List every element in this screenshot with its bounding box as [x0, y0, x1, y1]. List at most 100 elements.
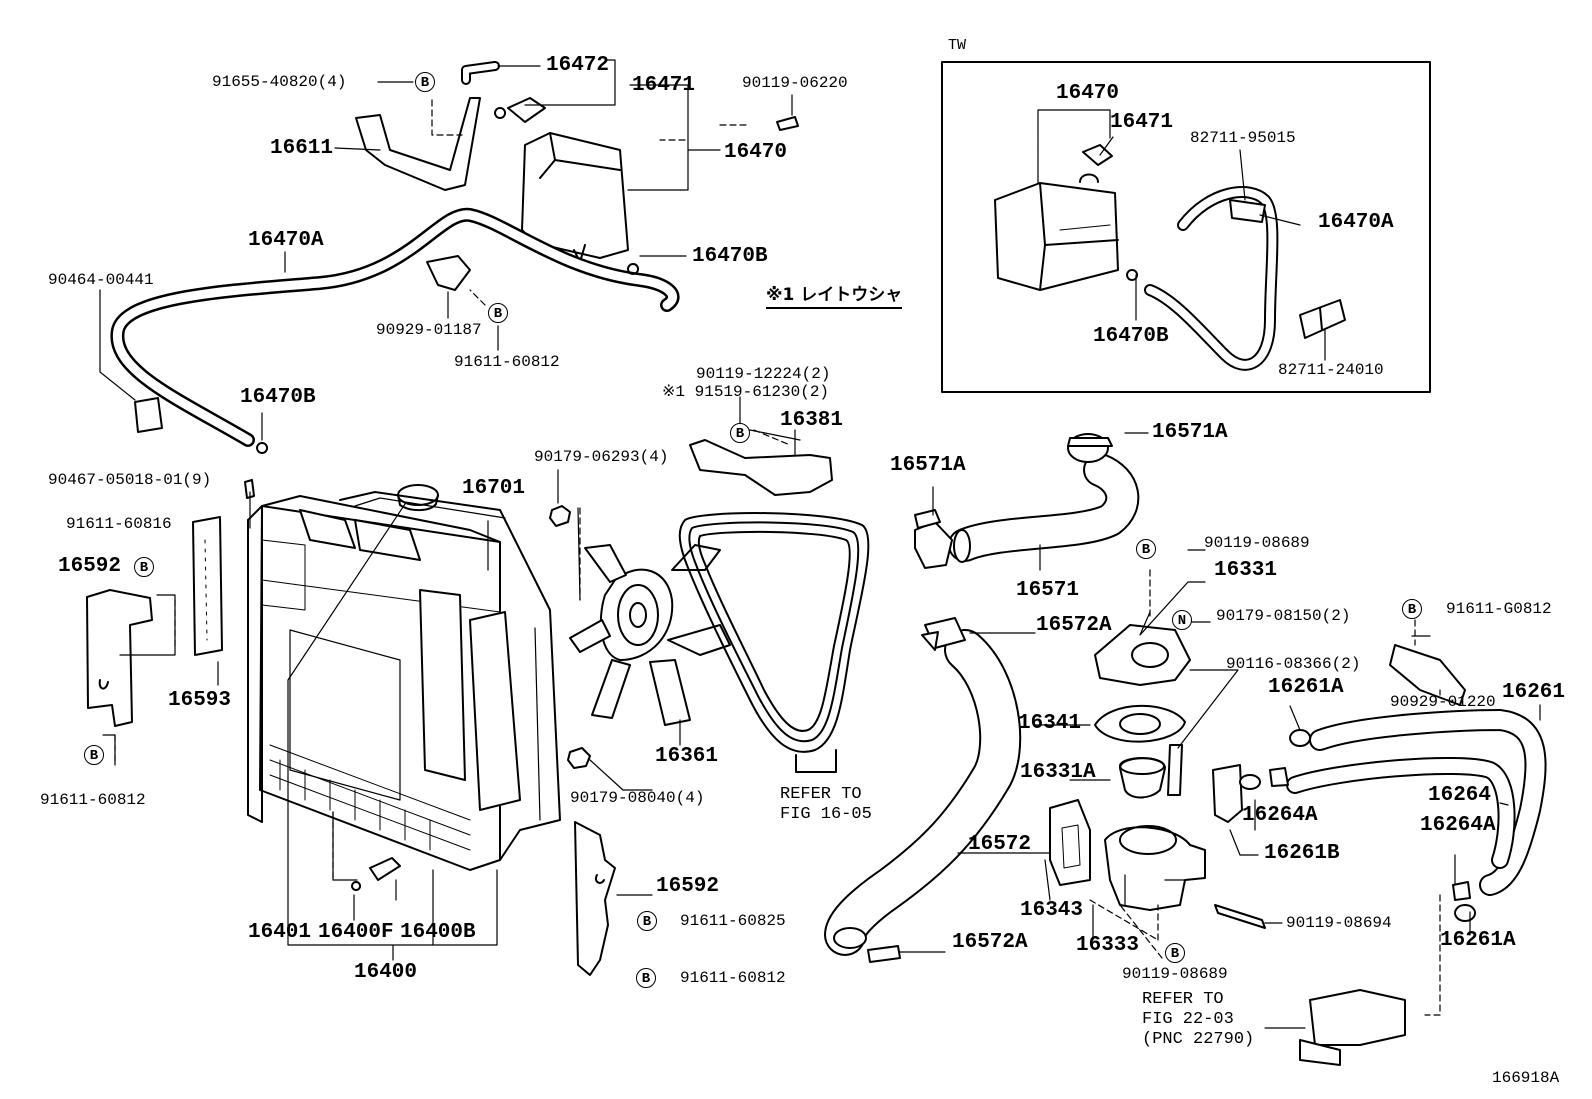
label-91611-60812-c: 91611-60812	[680, 969, 786, 987]
hose-clip-90929-01187	[426, 255, 471, 291]
screw-90467	[244, 479, 255, 499]
label-16572: 16572	[968, 833, 1032, 856]
label-91611-G0812: 91611-G0812	[1446, 600, 1552, 618]
badge-b-91611-60825: B	[637, 911, 657, 931]
label-90467-05018: 90467-05018-01(9)	[48, 471, 212, 489]
label-16470: 16470	[724, 141, 788, 164]
radiator-side-bracket	[419, 589, 521, 811]
hose-clip-90464	[134, 397, 163, 433]
label-91655-40820: 91655-40820(4)	[212, 73, 347, 91]
reiwa-note: ※1 レイトウシャ	[766, 280, 903, 309]
thermostat-16331A	[1119, 757, 1166, 799]
clamp-16571A-left	[914, 509, 953, 569]
bolt-90119-06220	[776, 116, 799, 131]
label-16592-left: 16592	[58, 555, 122, 578]
badge-b-91655: B	[415, 72, 435, 92]
hose-16572-end	[833, 927, 867, 949]
fan-16361	[569, 544, 731, 726]
inset-title: TW	[948, 37, 967, 54]
baffle-16592-left	[86, 589, 153, 727]
badge-n-90179-08150: N	[1172, 610, 1192, 630]
belt-guard-16381	[689, 439, 833, 496]
nut-90179-08040	[567, 747, 591, 769]
hose-16571-end	[953, 529, 971, 563]
water-outlet-16331	[1094, 624, 1191, 686]
radiator-upper-tank	[261, 495, 501, 561]
reservoir-bracket-16611	[355, 97, 481, 191]
gasket-16343	[1049, 799, 1091, 886]
label-16572A-bottom: 16572A	[952, 931, 1028, 954]
reservoir-cap-16471	[494, 97, 546, 123]
thermostat-housing-16333	[1104, 825, 1206, 911]
label-16331A: 16331A	[1020, 761, 1096, 784]
label-91611-60812-a: 91611-60812	[454, 353, 560, 371]
bypass-pipe-16261B	[1212, 764, 1261, 823]
gasket-16341	[1094, 704, 1186, 743]
label-16472: 16472	[546, 54, 610, 77]
badge-b-16381: B	[730, 423, 750, 443]
label-16341: 16341	[1018, 712, 1082, 735]
label-90116-08366: 90116-08366(2)	[1226, 655, 1361, 673]
label-16470A: 16470A	[248, 229, 324, 252]
badge-b-91611-60812-c: B	[636, 968, 656, 988]
clamp-16470B-left	[256, 442, 269, 454]
baffle-16592-bottom	[574, 821, 616, 976]
badge-b-90119-08689-b: B	[1165, 943, 1185, 963]
label-90464-00441: 90464-00441	[48, 271, 154, 289]
label-16701: 16701	[462, 477, 526, 500]
badge-b-91611-60816: B	[134, 557, 154, 577]
inset-reservoir-tank	[994, 182, 1119, 291]
inset-label-16471: 16471	[1110, 111, 1174, 134]
label-90179-08150: 90179-08150(2)	[1216, 607, 1351, 625]
label-90179-06293: 90179-06293(4)	[534, 448, 669, 466]
label-16401: 16401	[248, 921, 312, 944]
label-16470B-top: 16470B	[692, 245, 768, 268]
bracket-90929-01220	[1389, 644, 1466, 706]
label-90119-08689-a: 90119-08689	[1204, 534, 1310, 552]
label-91611-60816: 91611-60816	[66, 515, 172, 533]
label-90119-06220: 90119-06220	[742, 74, 848, 92]
label-16381: 16381	[780, 409, 844, 432]
label-16400B: 16400B	[400, 921, 476, 944]
label-16400: 16400	[354, 961, 418, 984]
inset-tank-cap	[1079, 144, 1113, 183]
label-16333: 16333	[1076, 934, 1140, 957]
refer-fig-16-05: REFER TO FIG 16-05	[780, 785, 872, 824]
clamp-16261A-top	[1289, 729, 1312, 747]
inset-label-16470: 16470	[1056, 82, 1120, 105]
inset-label-16470B: 16470B	[1093, 325, 1169, 348]
label-90119-08689-b: 90119-08689	[1122, 965, 1228, 983]
inset-label-82711-95015: 82711-95015	[1190, 129, 1296, 147]
label-16261A-bottom: 16261A	[1440, 929, 1516, 952]
clamp-16261A-bottom	[1454, 904, 1477, 922]
label-91611-60812-b: 91611-60812	[40, 791, 146, 809]
clamp-16470B-top	[627, 263, 640, 275]
label-91611-60825: 91611-60825	[680, 912, 786, 930]
label-16361: 16361	[655, 745, 719, 768]
label-16343: 16343	[1020, 899, 1084, 922]
badge-b-90119-08689-a: B	[1136, 539, 1156, 559]
badge-b-91611-60812-a: B	[488, 303, 508, 323]
clamp-16572A-bottom	[867, 945, 901, 963]
stud-90116-08366	[1167, 744, 1183, 796]
label-90119-12224: 90119-12224(2)	[696, 365, 831, 383]
refer-fig-22-03: REFER TO FIG 22-03 (PNC 22790)	[1142, 990, 1255, 1049]
inset-bracket-82711-24010	[1299, 299, 1346, 339]
clamp-16264A-low	[1452, 881, 1471, 901]
v-belt	[678, 512, 870, 773]
label-90119-08694: 90119-08694	[1286, 914, 1392, 932]
label-16572A-top: 16572A	[1036, 614, 1112, 637]
label-90929-01187: 90929-01187	[376, 321, 482, 339]
badge-b-91611-60812-b: B	[84, 745, 104, 765]
label-16261B: 16261B	[1264, 842, 1340, 865]
bolt-90119-08694	[1214, 904, 1266, 929]
label-16264A-low: 16264A	[1420, 814, 1496, 837]
side-plate-16593	[192, 516, 223, 656]
inset-label-82711-24010: 82711-24010	[1278, 361, 1384, 379]
figure-id: 166918A	[1492, 1069, 1560, 1087]
fan-shroud-16701	[339, 491, 561, 861]
label-16571: 16571	[1016, 579, 1080, 602]
label-16611: 16611	[270, 137, 334, 160]
label-16593: 16593	[168, 689, 232, 712]
